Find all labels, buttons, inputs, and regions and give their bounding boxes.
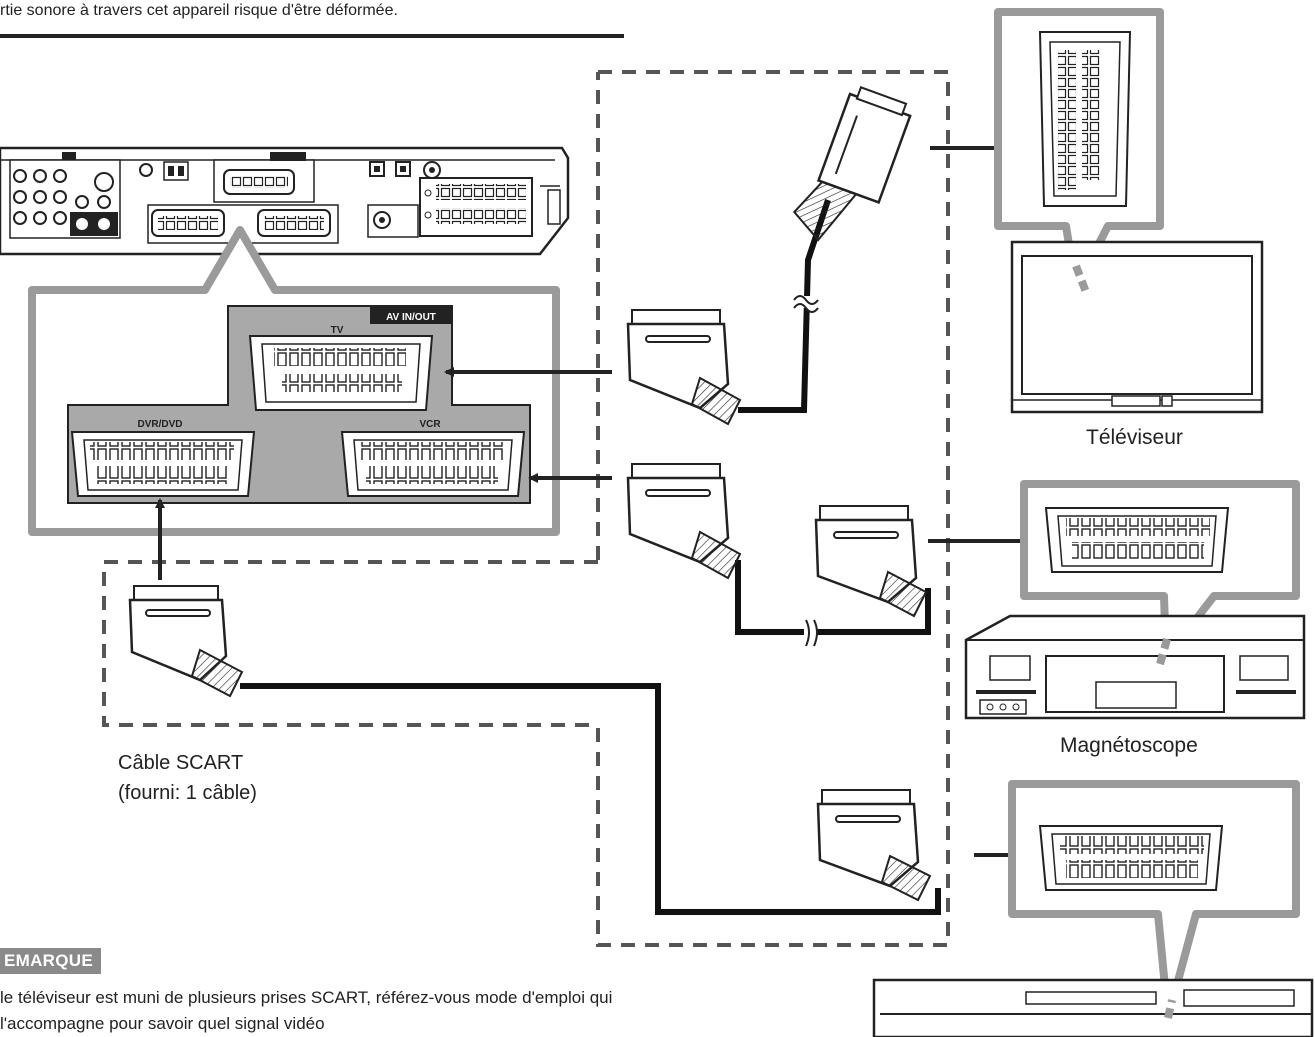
vcr-socket-label: VCR xyxy=(419,419,441,430)
cable-breaks xyxy=(793,295,819,647)
dvd-player-illustration xyxy=(872,978,1314,1037)
vcr-scart-socket xyxy=(340,431,526,497)
tv-socket-label: TV xyxy=(331,325,344,336)
remark-badge: EMARQUE xyxy=(0,948,101,974)
scart-plug-av-vcr xyxy=(626,463,742,580)
scart-plug-tv xyxy=(792,86,912,242)
tv-illustration xyxy=(1010,240,1264,414)
av-in-out-label: AV IN/OUT xyxy=(386,312,436,323)
remark-text: le téléviseur est muni de plusieurs pris… xyxy=(0,988,613,1033)
scart-cable-caption: Câble SCART (fourni: 1 câble) xyxy=(118,748,378,808)
dvd-callout xyxy=(1008,780,1300,1022)
dvr-dvd-scart-socket xyxy=(70,431,256,497)
dvr-dvd-socket-label: DVR/DVD xyxy=(137,419,182,430)
vcr-caption: Magnétoscope xyxy=(1060,734,1198,757)
supplied-cable-outline xyxy=(102,560,598,727)
vcr-illustration xyxy=(964,614,1306,720)
header-text: rtie sonore à travers cet appareil risqu… xyxy=(0,2,398,19)
rear-panel xyxy=(0,146,570,256)
scart-cable-name: Câble SCART xyxy=(118,752,244,774)
scart-plug-dvd xyxy=(816,789,932,902)
scart-plug-vcr xyxy=(814,505,928,618)
scart-plug-dvr xyxy=(128,585,244,698)
tv-caption: Téléviseur xyxy=(1086,426,1183,449)
scart-plug-av-tv xyxy=(626,309,742,426)
tv-scart-socket xyxy=(248,335,434,411)
header-rule xyxy=(0,34,624,38)
scart-cable-quantity: (fourni: 1 câble) xyxy=(118,782,257,804)
